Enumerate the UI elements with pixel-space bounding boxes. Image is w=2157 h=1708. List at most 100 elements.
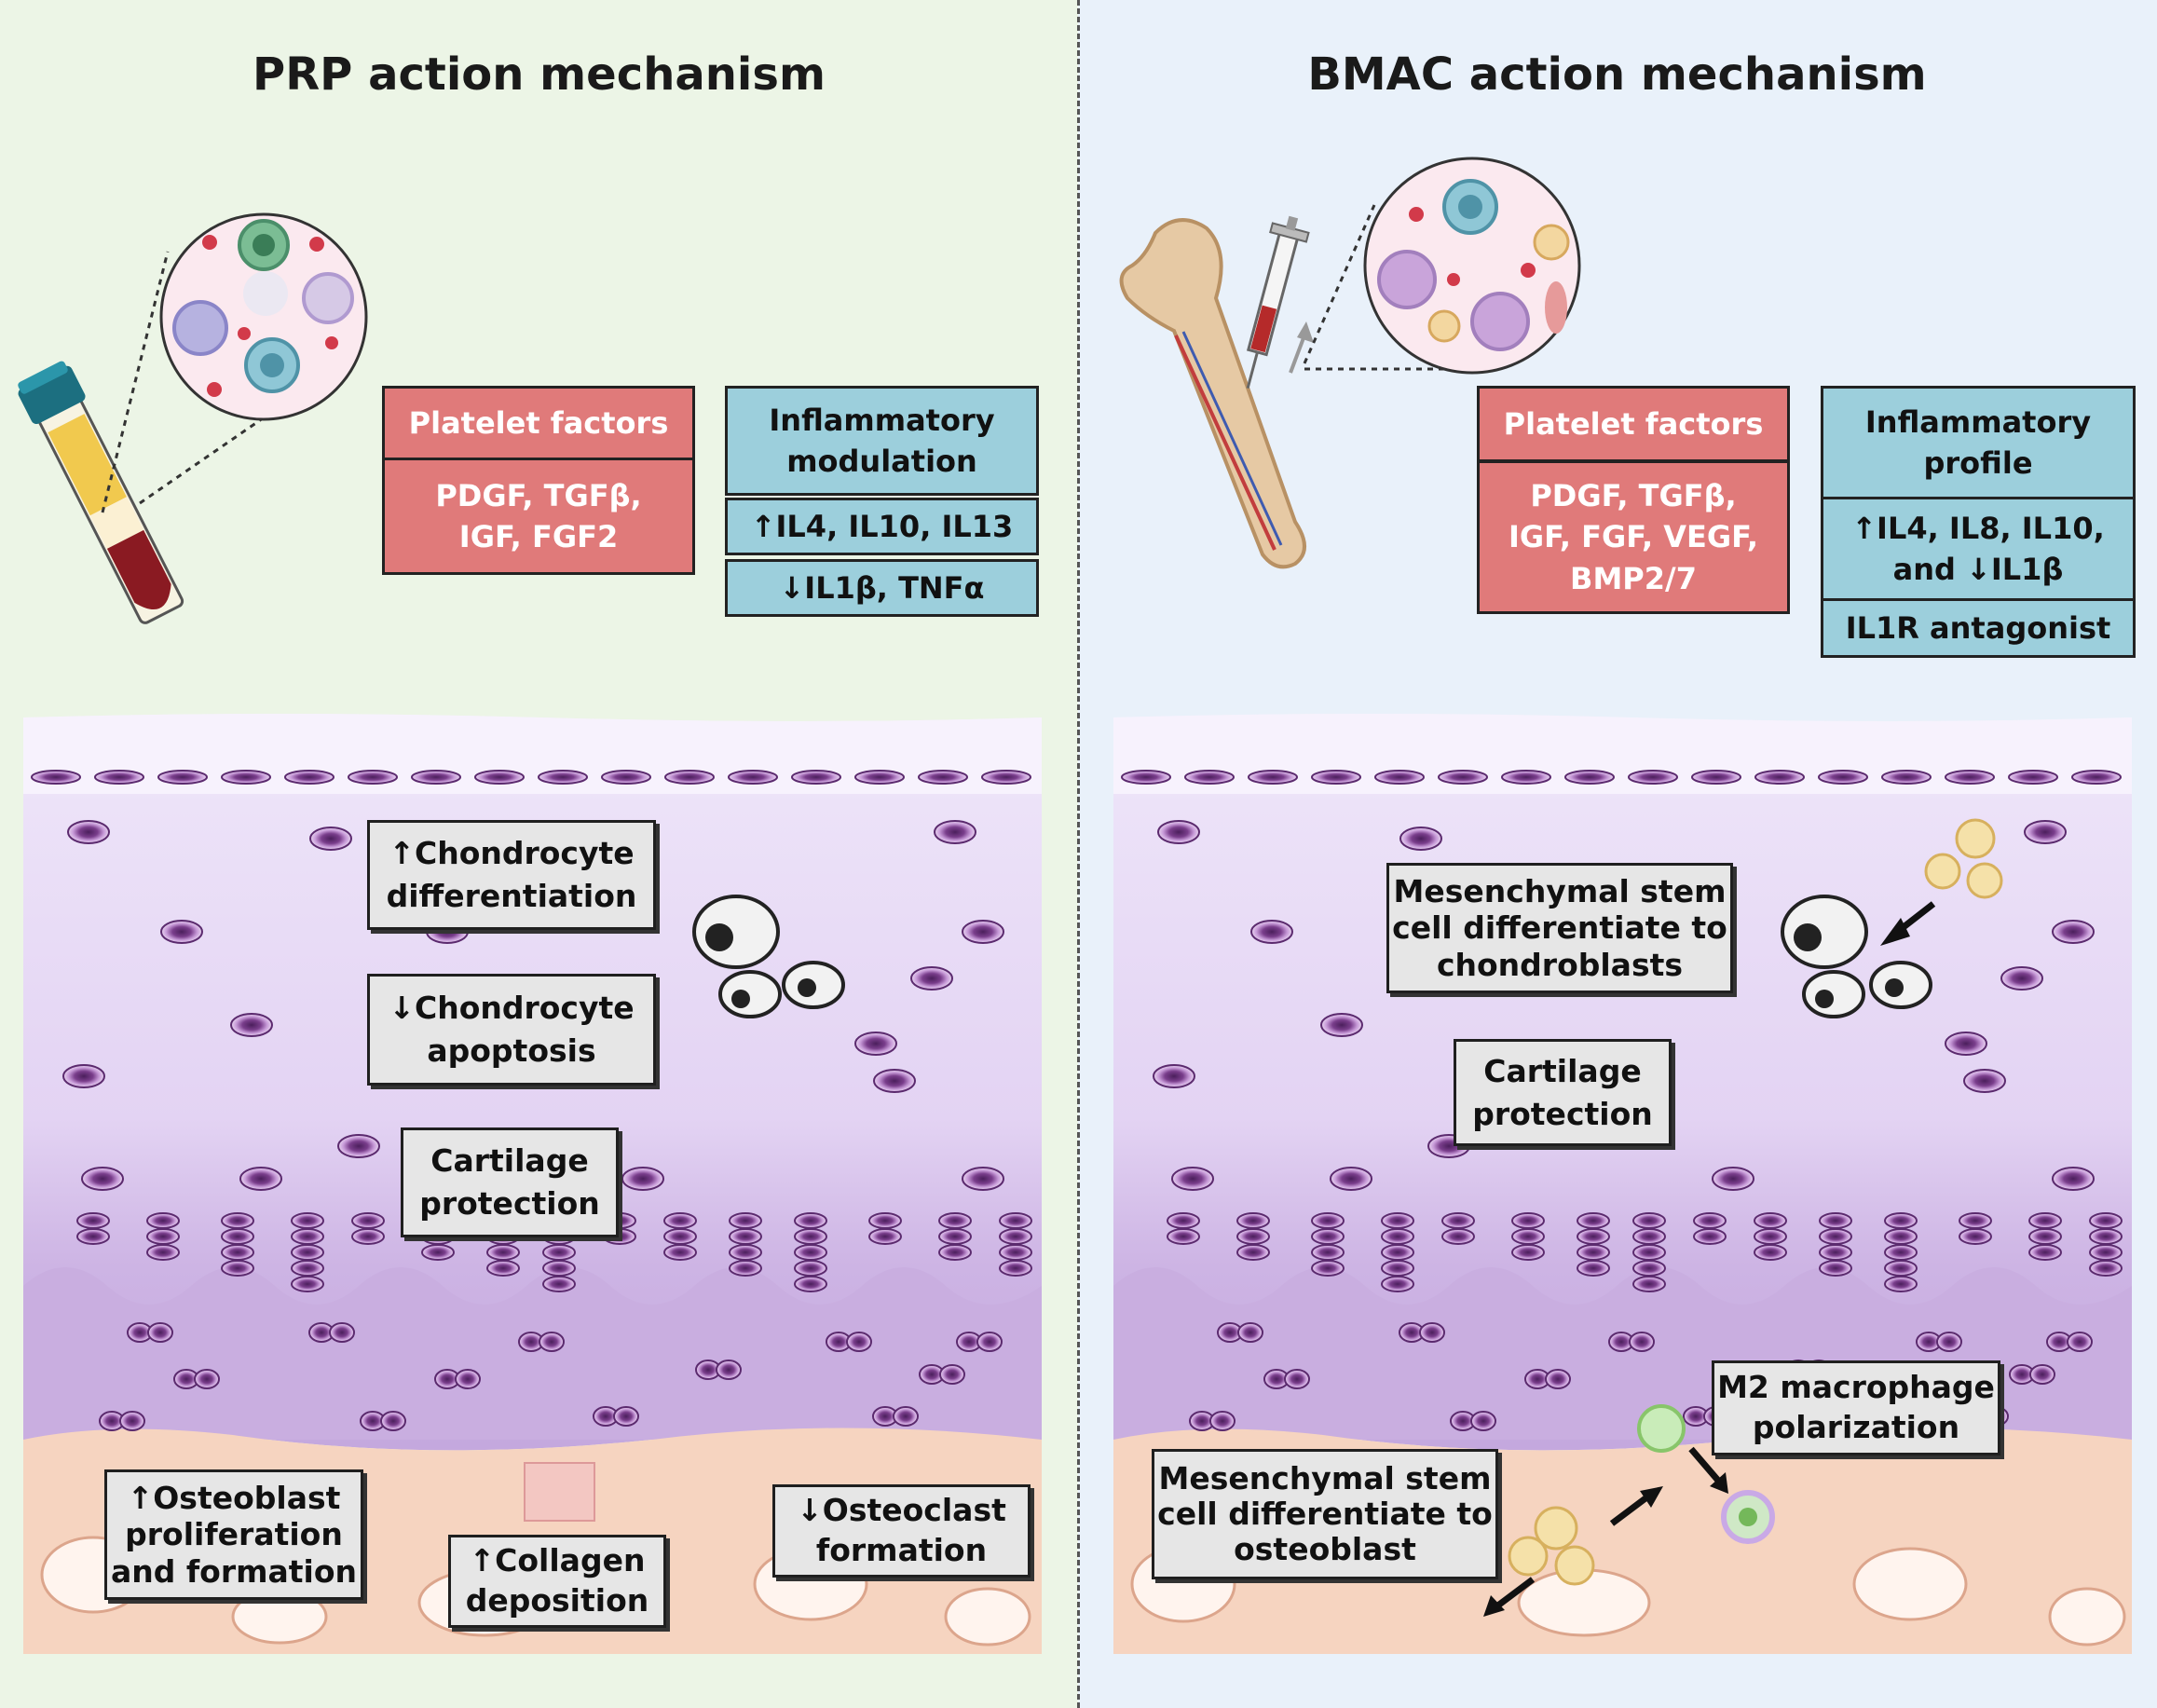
prp-chondrocyte-differentiation-label: ↑Chondrocyte differentiation [367, 820, 656, 930]
chondrocyte-cell [1632, 1244, 1666, 1261]
chondrocyte-cell [962, 1167, 1004, 1191]
chondrocyte-cell [1628, 770, 1678, 785]
chondrocyte-cell [146, 1244, 180, 1261]
chondrocyte-cell [794, 1228, 827, 1245]
chondrocyte-cell [81, 1167, 124, 1191]
chondrocyte-cell [1153, 1064, 1195, 1088]
prp-large-cells [692, 895, 845, 1018]
chondrocyte-cell [854, 770, 905, 785]
chondrocyte-cell [1632, 1260, 1666, 1277]
chondrocyte-cell [1632, 1212, 1666, 1229]
chondrocyte-cell [146, 1212, 180, 1229]
chondrocyte-cell [1884, 1276, 1918, 1292]
chondrocyte-cell [1419, 1322, 1445, 1343]
chondrocyte-cell [1381, 1228, 1414, 1245]
chondrocyte-cell [538, 770, 588, 785]
chondrocyte-cell [329, 1322, 355, 1343]
chondrocyte-cell [1884, 1212, 1918, 1229]
chondrocyte-cell [1236, 1212, 1270, 1229]
chondrocyte-cell [729, 1228, 762, 1245]
chondrocyte-cell [1754, 1244, 1787, 1261]
femur-syringe-icon [1119, 215, 1314, 569]
bmac-il1r-antagonist: IL1R antagonist [1821, 598, 2136, 658]
chondrocyte-cell [2052, 1167, 2095, 1191]
chondrocyte-cell [1693, 1212, 1727, 1229]
bmac-cartilage-protection-label: Cartilage protection [1454, 1039, 1672, 1146]
chondrocyte-cell [1577, 1260, 1610, 1277]
bmac-inflammatory-header: Inflammatory profile [1821, 386, 2136, 499]
chondrocyte-cell [1884, 1244, 1918, 1261]
chondrocyte-cell [1959, 1228, 1992, 1245]
chondrocyte-cell [1311, 770, 1361, 785]
chondrocyte-cell [976, 1332, 1003, 1352]
chondrocyte-cell [1250, 920, 1293, 944]
chondrocyte-cell [1511, 1212, 1545, 1229]
chondrocyte-cell [31, 770, 81, 785]
chondrocyte-cell [221, 1212, 254, 1229]
chondrocyte-cell [147, 1322, 173, 1343]
chondrocyte-cell [486, 1244, 520, 1261]
chondrocyte-cell [1577, 1228, 1610, 1245]
bmac-msc-chondroblasts-label: Mesenchymal stem cell differentiate to c… [1386, 863, 1733, 993]
chondrocyte-cell [1501, 770, 1551, 785]
chondrocyte-cell [1441, 1228, 1475, 1245]
chondrocyte-cell [1754, 770, 1805, 785]
chondrocyte-cell [1881, 770, 1932, 785]
chondrocyte-cell [999, 1228, 1032, 1245]
chondrocyte-cell [2029, 1364, 2055, 1385]
chondrocyte-cell [1936, 1332, 1962, 1352]
chondrocyte-cell [873, 1069, 916, 1093]
chondrocyte-cell [1545, 1369, 1571, 1389]
blood-tube-icon [18, 361, 184, 624]
chondrocyte-cell [1311, 1260, 1345, 1277]
chondrocyte-cell [1629, 1332, 1655, 1352]
bmac-large-cells [1781, 895, 1932, 1018]
chondrocyte-cell [351, 1228, 385, 1245]
chondrocyte-cell [1157, 820, 1200, 844]
chondrocyte-cell [2089, 1260, 2123, 1277]
chondrocyte-cell [663, 1212, 697, 1229]
chondrocyte-cell [663, 1244, 697, 1261]
chondrocyte-cell [1632, 1228, 1666, 1245]
chondrocyte-cell [868, 1228, 902, 1245]
chondrocyte-cell [542, 1260, 576, 1277]
chondrocyte-cell [621, 1167, 664, 1191]
chondrocyte-cell [2071, 770, 2122, 785]
chondrocyte-cell [893, 1406, 919, 1427]
chondrocyte-cell [1818, 770, 1868, 785]
chondrocyte-cell [1577, 1244, 1610, 1261]
chondrocyte-cell [794, 1212, 827, 1229]
chondrocyte-cell [2024, 820, 2067, 844]
chondrocyte-cell [729, 1212, 762, 1229]
chondrocyte-cell [918, 770, 968, 785]
chondrocyte-cell [1381, 1260, 1414, 1277]
chondrocyte-cell [351, 1212, 385, 1229]
chondrocyte-cell [380, 1411, 406, 1431]
chondrocyte-cell [94, 770, 144, 785]
chondrocyte-cell [1963, 1069, 2006, 1093]
bmac-inflammatory-up-down: ↑IL4, IL8, IL10, and ↓IL1β [1821, 497, 2136, 601]
chondrocyte-cell [348, 770, 398, 785]
chondrocyte-cell [729, 1260, 762, 1277]
chondrocyte-cell [291, 1276, 324, 1292]
chondrocyte-cell [2089, 1244, 2123, 1261]
chondrocyte-cell [1564, 770, 1615, 785]
chondrocyte-cell [2067, 1332, 2093, 1352]
chondrocyte-cell [1945, 1032, 1987, 1056]
chondrocyte-cell [411, 770, 461, 785]
chondrocyte-cell [1311, 1244, 1345, 1261]
chondrocyte-cell [230, 1013, 273, 1037]
chondrocyte-cell [1819, 1212, 1852, 1229]
chondrocyte-cell [613, 1406, 639, 1427]
chondrocyte-cell [1884, 1260, 1918, 1277]
chondrocyte-cell [291, 1260, 324, 1277]
chondrocyte-cell [337, 1134, 380, 1158]
bmac-m2-macrophage-label: M2 macrophage polarization [1712, 1360, 2000, 1455]
chondrocyte-cell [1374, 770, 1425, 785]
chondrocyte-cell [1754, 1228, 1787, 1245]
chondrocyte-cell [664, 770, 715, 785]
chondrocyte-cell [794, 1244, 827, 1261]
chondrocyte-cell [794, 1260, 827, 1277]
chondrocyte-cell [729, 1244, 762, 1261]
prp-platelet-factors-header: Platelet factors [382, 386, 695, 460]
